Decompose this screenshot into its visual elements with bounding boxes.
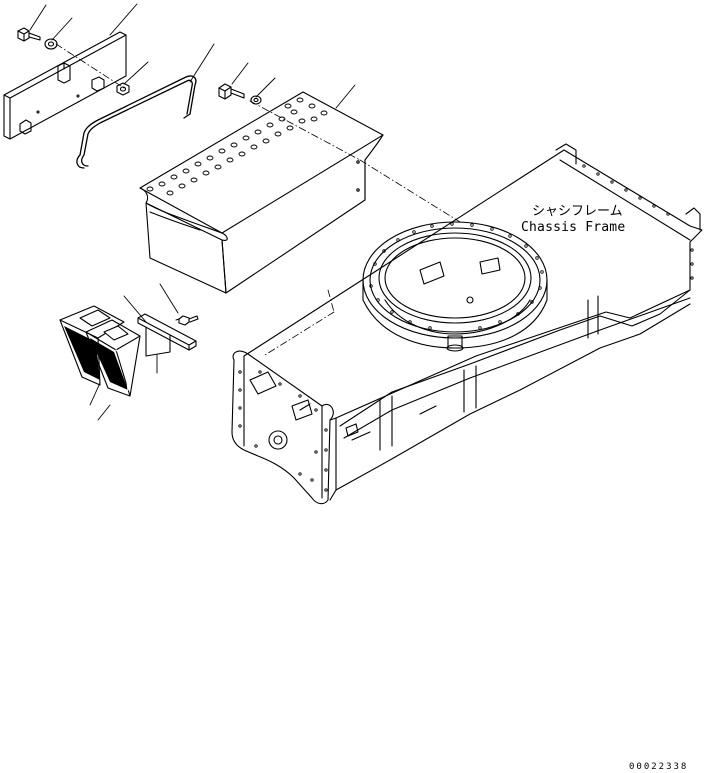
step-bracket-part [59, 305, 141, 397]
drawing-code: 00022338 [629, 762, 689, 772]
bolt-part [17, 27, 41, 42]
bolt-part-2 [218, 83, 245, 100]
chassis-frame [231, 143, 703, 505]
nut-part [116, 82, 130, 96]
cover-holes [146, 97, 328, 196]
perforated-cover-part [139, 91, 384, 294]
bar-part [137, 313, 197, 357]
cover-plate-part [3, 31, 127, 140]
ring-bolt-holes [369, 222, 544, 330]
chassis-frame-label-jp: シャシフレーム [532, 204, 623, 219]
chassis-frame-label-en: Chassis Frame [521, 220, 626, 235]
assembly-guide-lines [55, 43, 461, 356]
slewing-ring [362, 221, 548, 352]
washer-part-2 [250, 95, 262, 105]
rear-rivets [582, 164, 694, 280]
seal-gasket-part [76, 75, 197, 169]
end-plate-rivets [238, 370, 328, 492]
pin-part [175, 315, 199, 326]
leader-lines [29, 3, 356, 421]
washer-part [44, 38, 58, 50]
